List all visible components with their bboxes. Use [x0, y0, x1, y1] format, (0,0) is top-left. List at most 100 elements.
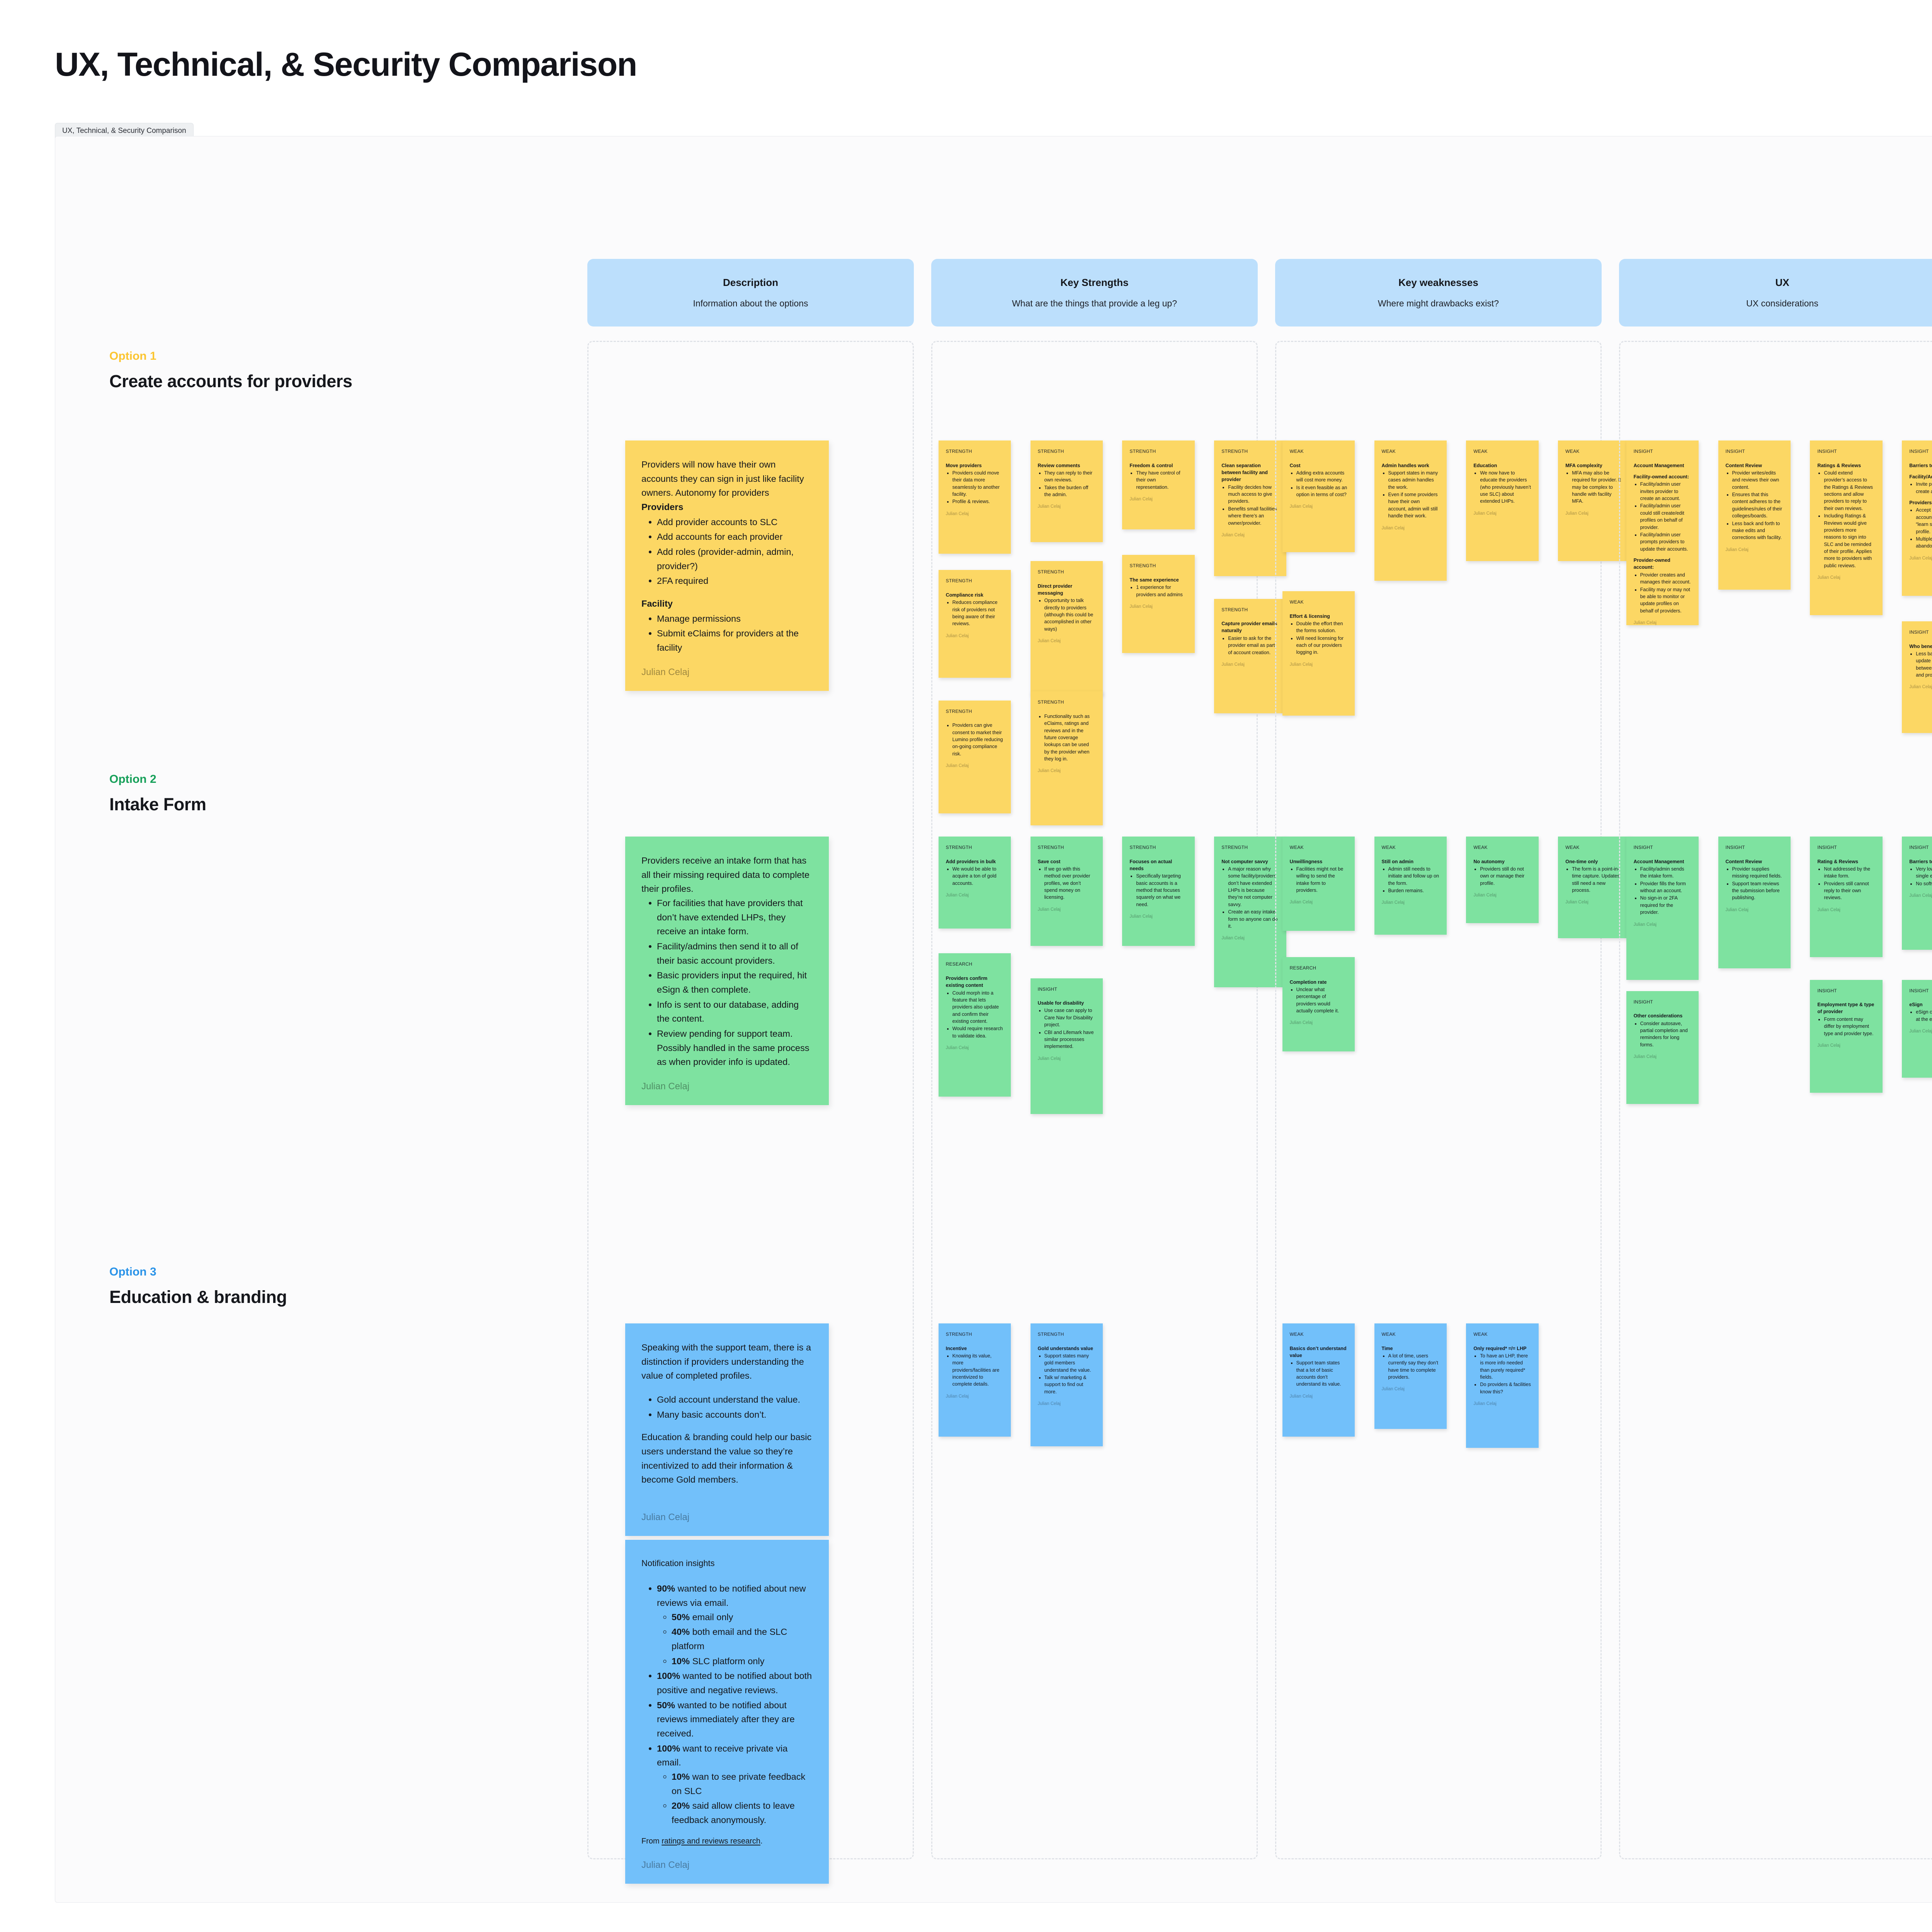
description-card-option-3[interactable]: Speaking with the support team, there is… [625, 1323, 829, 1536]
note-bullet: Support states many gold members underst… [1044, 1352, 1095, 1374]
insight-list: 90% wanted to be notified about new revi… [641, 1582, 813, 1827]
note-category: INSIGHT [1037, 986, 1057, 992]
sticky-note[interactable]: INSIGHTeSigneSign confirms consent at th… [1902, 980, 1932, 1078]
sticky-note[interactable]: WEAKEducationWe now have to educate the … [1466, 440, 1539, 561]
sticky-note[interactable]: WEAKCostAdding extra accounts will cost … [1282, 440, 1355, 552]
sticky-note[interactable]: STRENGTHProviders can give consent to ma… [938, 700, 1011, 814]
note-bullet: Consider autosave, partial completion an… [1640, 1020, 1691, 1049]
note-author: Julian Celaj [1289, 1020, 1313, 1026]
column-body: Providers will now have their own accoun… [587, 341, 914, 1884]
note-author: Julian Celaj [1633, 621, 1657, 625]
desc-section-heading: Facility [641, 598, 673, 609]
note-bullet-list: Specifically targeting basic accounts is… [1129, 872, 1187, 908]
note-category: INSIGHT [1817, 845, 1837, 850]
description-card-option-1[interactable]: Providers will now have their own accoun… [625, 440, 829, 691]
note-bullet-list: Opportunity to talk directly to provider… [1038, 597, 1095, 633]
note-bullet: Support team reviews the submission befo… [1732, 880, 1783, 901]
note-bullet-list: Not addressed by the intake form.Provide… [1817, 866, 1875, 901]
note-bullet-list: Accept invite. Create account & 2FA, sig… [1909, 507, 1932, 549]
note-subheading: Providers [1909, 500, 1932, 506]
note-bullet-list: They can reply to their own reviews.Take… [1038, 469, 1095, 498]
note-title: Account Management [1633, 463, 1684, 468]
note-bullet: Would require research to validate idea. [952, 1025, 1003, 1039]
insight-subitem: 50% email only [672, 1610, 813, 1624]
sticky-note[interactable]: STRENGTHFunctionality such as eClaims, r… [1030, 691, 1103, 826]
note-bullet: Invite providers to create account. [1916, 481, 1932, 495]
source-link[interactable]: ratings and reviews research [662, 1837, 760, 1846]
note-title: Other considerations [1633, 1013, 1683, 1019]
note-bullet: Facility/admin user could still create/e… [1640, 502, 1691, 531]
note-category: STRENGTH [1037, 845, 1064, 850]
note-category: WEAK [1565, 449, 1580, 454]
notification-insights-card[interactable]: Notification insights 90% wanted to be n… [625, 1540, 829, 1884]
insight-value: 50% [657, 1700, 675, 1710]
note-bullet: Less back and forth to update and edit b… [1916, 650, 1932, 679]
note-bullet: Less back and forth to make edits and co… [1732, 520, 1783, 541]
note-category: STRENGTH [1037, 1332, 1064, 1337]
note-author: Julian Celaj [1221, 532, 1245, 537]
note-title: Ratings & Reviews [1817, 463, 1861, 468]
note-title: MFA complexity [1565, 463, 1602, 468]
note-author: Julian Celaj [641, 1081, 690, 1092]
note-author: Julian Celaj [946, 764, 969, 769]
note-bullet: Facility/admin user invites provider to … [1640, 481, 1691, 502]
description-card-option-2[interactable]: Providers receive an intake form that ha… [625, 837, 829, 1105]
desc-outro: Education & branding could help our basi… [641, 1432, 812, 1485]
insight-value: 10% [672, 1656, 690, 1666]
note-bullet-list: The form is a point-in-time capture. Upd… [1565, 866, 1623, 894]
note-bullet: Benefits small facilities where there’s … [1228, 505, 1279, 527]
note-bullet-list: Facility/admin user invites provider to … [1634, 481, 1691, 553]
note-bullet: Facility/admin user prompts providers to… [1640, 531, 1691, 553]
sticky-note[interactable]: WEAKUnwillingnessFacilities might not be… [1282, 837, 1355, 931]
note-category: WEAK [1381, 449, 1396, 454]
note-category: WEAK [1473, 1332, 1488, 1337]
note-category: STRENGTH [946, 578, 972, 584]
note-title: eSign [1909, 1002, 1923, 1008]
note-category: WEAK [1289, 1332, 1304, 1337]
note-title: Clean separation between facility and pr… [1221, 463, 1268, 483]
note-bullet: Do providers & facilities know this? [1480, 1381, 1531, 1395]
note-bullet: If we go with this method over provider … [1044, 866, 1095, 901]
tab-board[interactable]: UX, Technical, & Security Comparison [55, 123, 194, 138]
sticky-note[interactable]: WEAKTimeA lot of time, users currently s… [1374, 1323, 1447, 1429]
sticky-note[interactable]: STRENGTHIncentiveKnowing its value, more… [938, 1323, 1011, 1437]
